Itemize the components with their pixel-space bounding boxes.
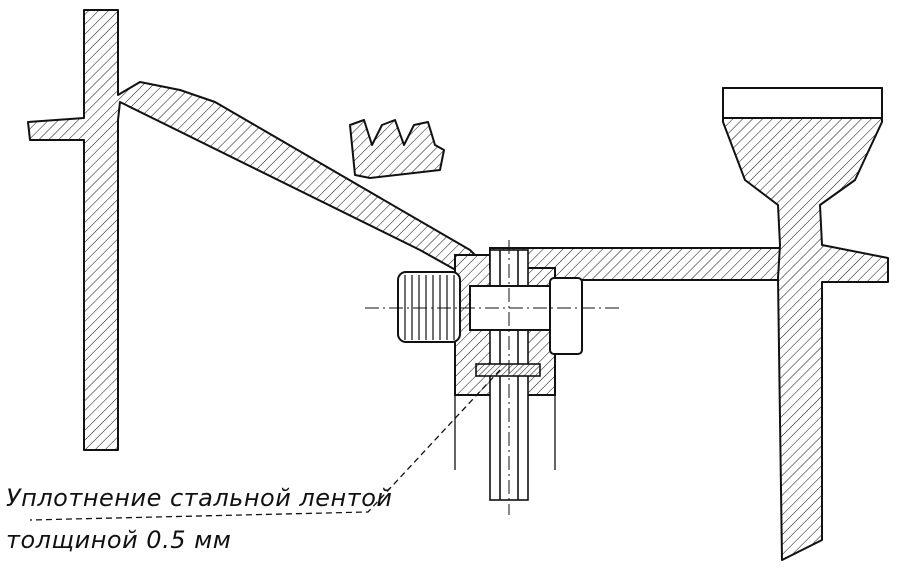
right-column-section bbox=[722, 87, 889, 561]
left-housing-section bbox=[27, 9, 491, 451]
caption-line-2: толщиной 0.5 мм bbox=[6, 526, 232, 554]
seal-steel-strip bbox=[475, 363, 541, 377]
caption-line-1: Уплотнение стальной лентой bbox=[6, 484, 393, 512]
lower-guides bbox=[454, 395, 556, 470]
center-lines bbox=[365, 240, 620, 515]
leader-line bbox=[29, 369, 501, 521]
